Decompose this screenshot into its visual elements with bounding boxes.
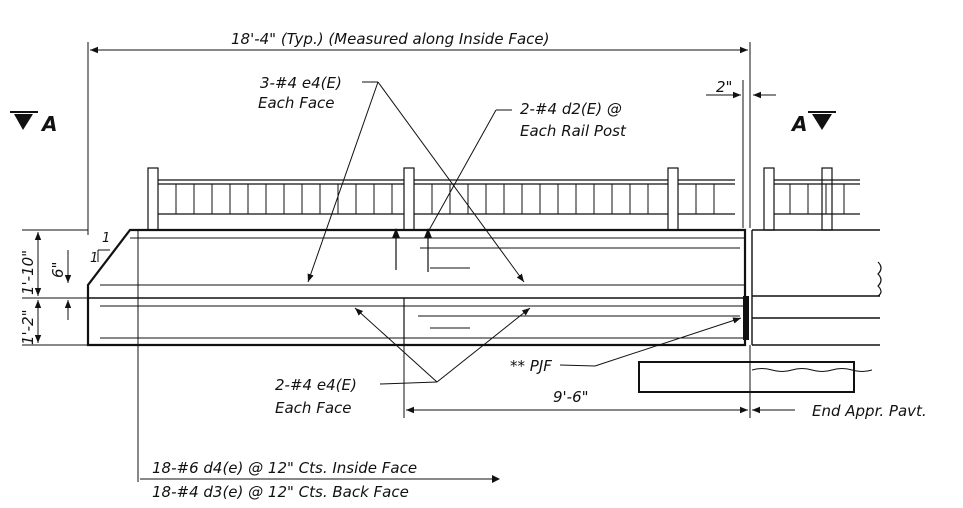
section-marker-left: A bbox=[10, 111, 57, 136]
section-marker-left-label: A bbox=[40, 112, 57, 136]
callout-e4-top-line2: Each Face bbox=[258, 94, 335, 112]
wingwall-body bbox=[86, 228, 749, 347]
railing-main bbox=[147, 167, 735, 231]
height-1-10-text: 1'-10" bbox=[19, 250, 37, 295]
vertical-dimensions: 1'-10" 1'-2" 6" 1 1 bbox=[19, 229, 110, 346]
callout-pjf: ** PJF bbox=[510, 317, 742, 375]
height-1-2-text: 1'-2" bbox=[19, 309, 37, 345]
overall-dimension: 18'-4" (Typ.) (Measured along Inside Fac… bbox=[87, 30, 751, 235]
note-d3: 18-#4 d3(e) @ 12" Cts. Back Face bbox=[152, 483, 409, 501]
callout-e4-top: 3-#4 e4(E) Each Face bbox=[258, 74, 525, 283]
note-d4: 18-#6 d4(e) @ 12" Cts. Inside Face bbox=[152, 459, 417, 477]
section-marker-right-label: A bbox=[790, 112, 807, 136]
callout-end-appr-text: End Appr. Pavt. bbox=[812, 402, 927, 420]
callout-e4-bottom: 2-#4 e4(E) Each Face bbox=[275, 307, 531, 417]
height-6-text: 6" bbox=[49, 262, 67, 278]
callout-d2: 2-#4 d2(E) @ Each Rail Post bbox=[427, 100, 627, 233]
approach-slab bbox=[638, 229, 882, 393]
callout-d2-line2: Each Rail Post bbox=[520, 122, 627, 140]
railing-approach bbox=[763, 167, 860, 231]
slope-text-a: 1 bbox=[90, 251, 98, 266]
callout-e4-top-line1: 3-#4 e4(E) bbox=[260, 74, 342, 92]
dimension-9-6: 9'-6" bbox=[403, 345, 751, 418]
overall-dimension-text: 18'-4" (Typ.) (Measured along Inside Fac… bbox=[231, 30, 549, 48]
section-marker-right: A bbox=[790, 111, 836, 136]
gap-dimension-text: 2" bbox=[716, 78, 732, 96]
callout-pjf-text: ** PJF bbox=[510, 357, 552, 375]
callout-end-appr: End Appr. Pavt. bbox=[752, 402, 927, 420]
gap-dimension: 2" bbox=[706, 78, 776, 228]
callout-e4-bottom-line2: Each Face bbox=[275, 399, 352, 417]
callout-d2-line1: 2-#4 d2(E) @ bbox=[520, 100, 622, 118]
slope-text-b: 1 bbox=[102, 231, 110, 246]
dimension-9-6-text: 9'-6" bbox=[553, 388, 589, 406]
callout-e4-bottom-line1: 2-#4 e4(E) bbox=[275, 376, 357, 394]
bottom-notes: 18-#6 d4(e) @ 12" Cts. Inside Face 18-#4… bbox=[137, 345, 500, 501]
